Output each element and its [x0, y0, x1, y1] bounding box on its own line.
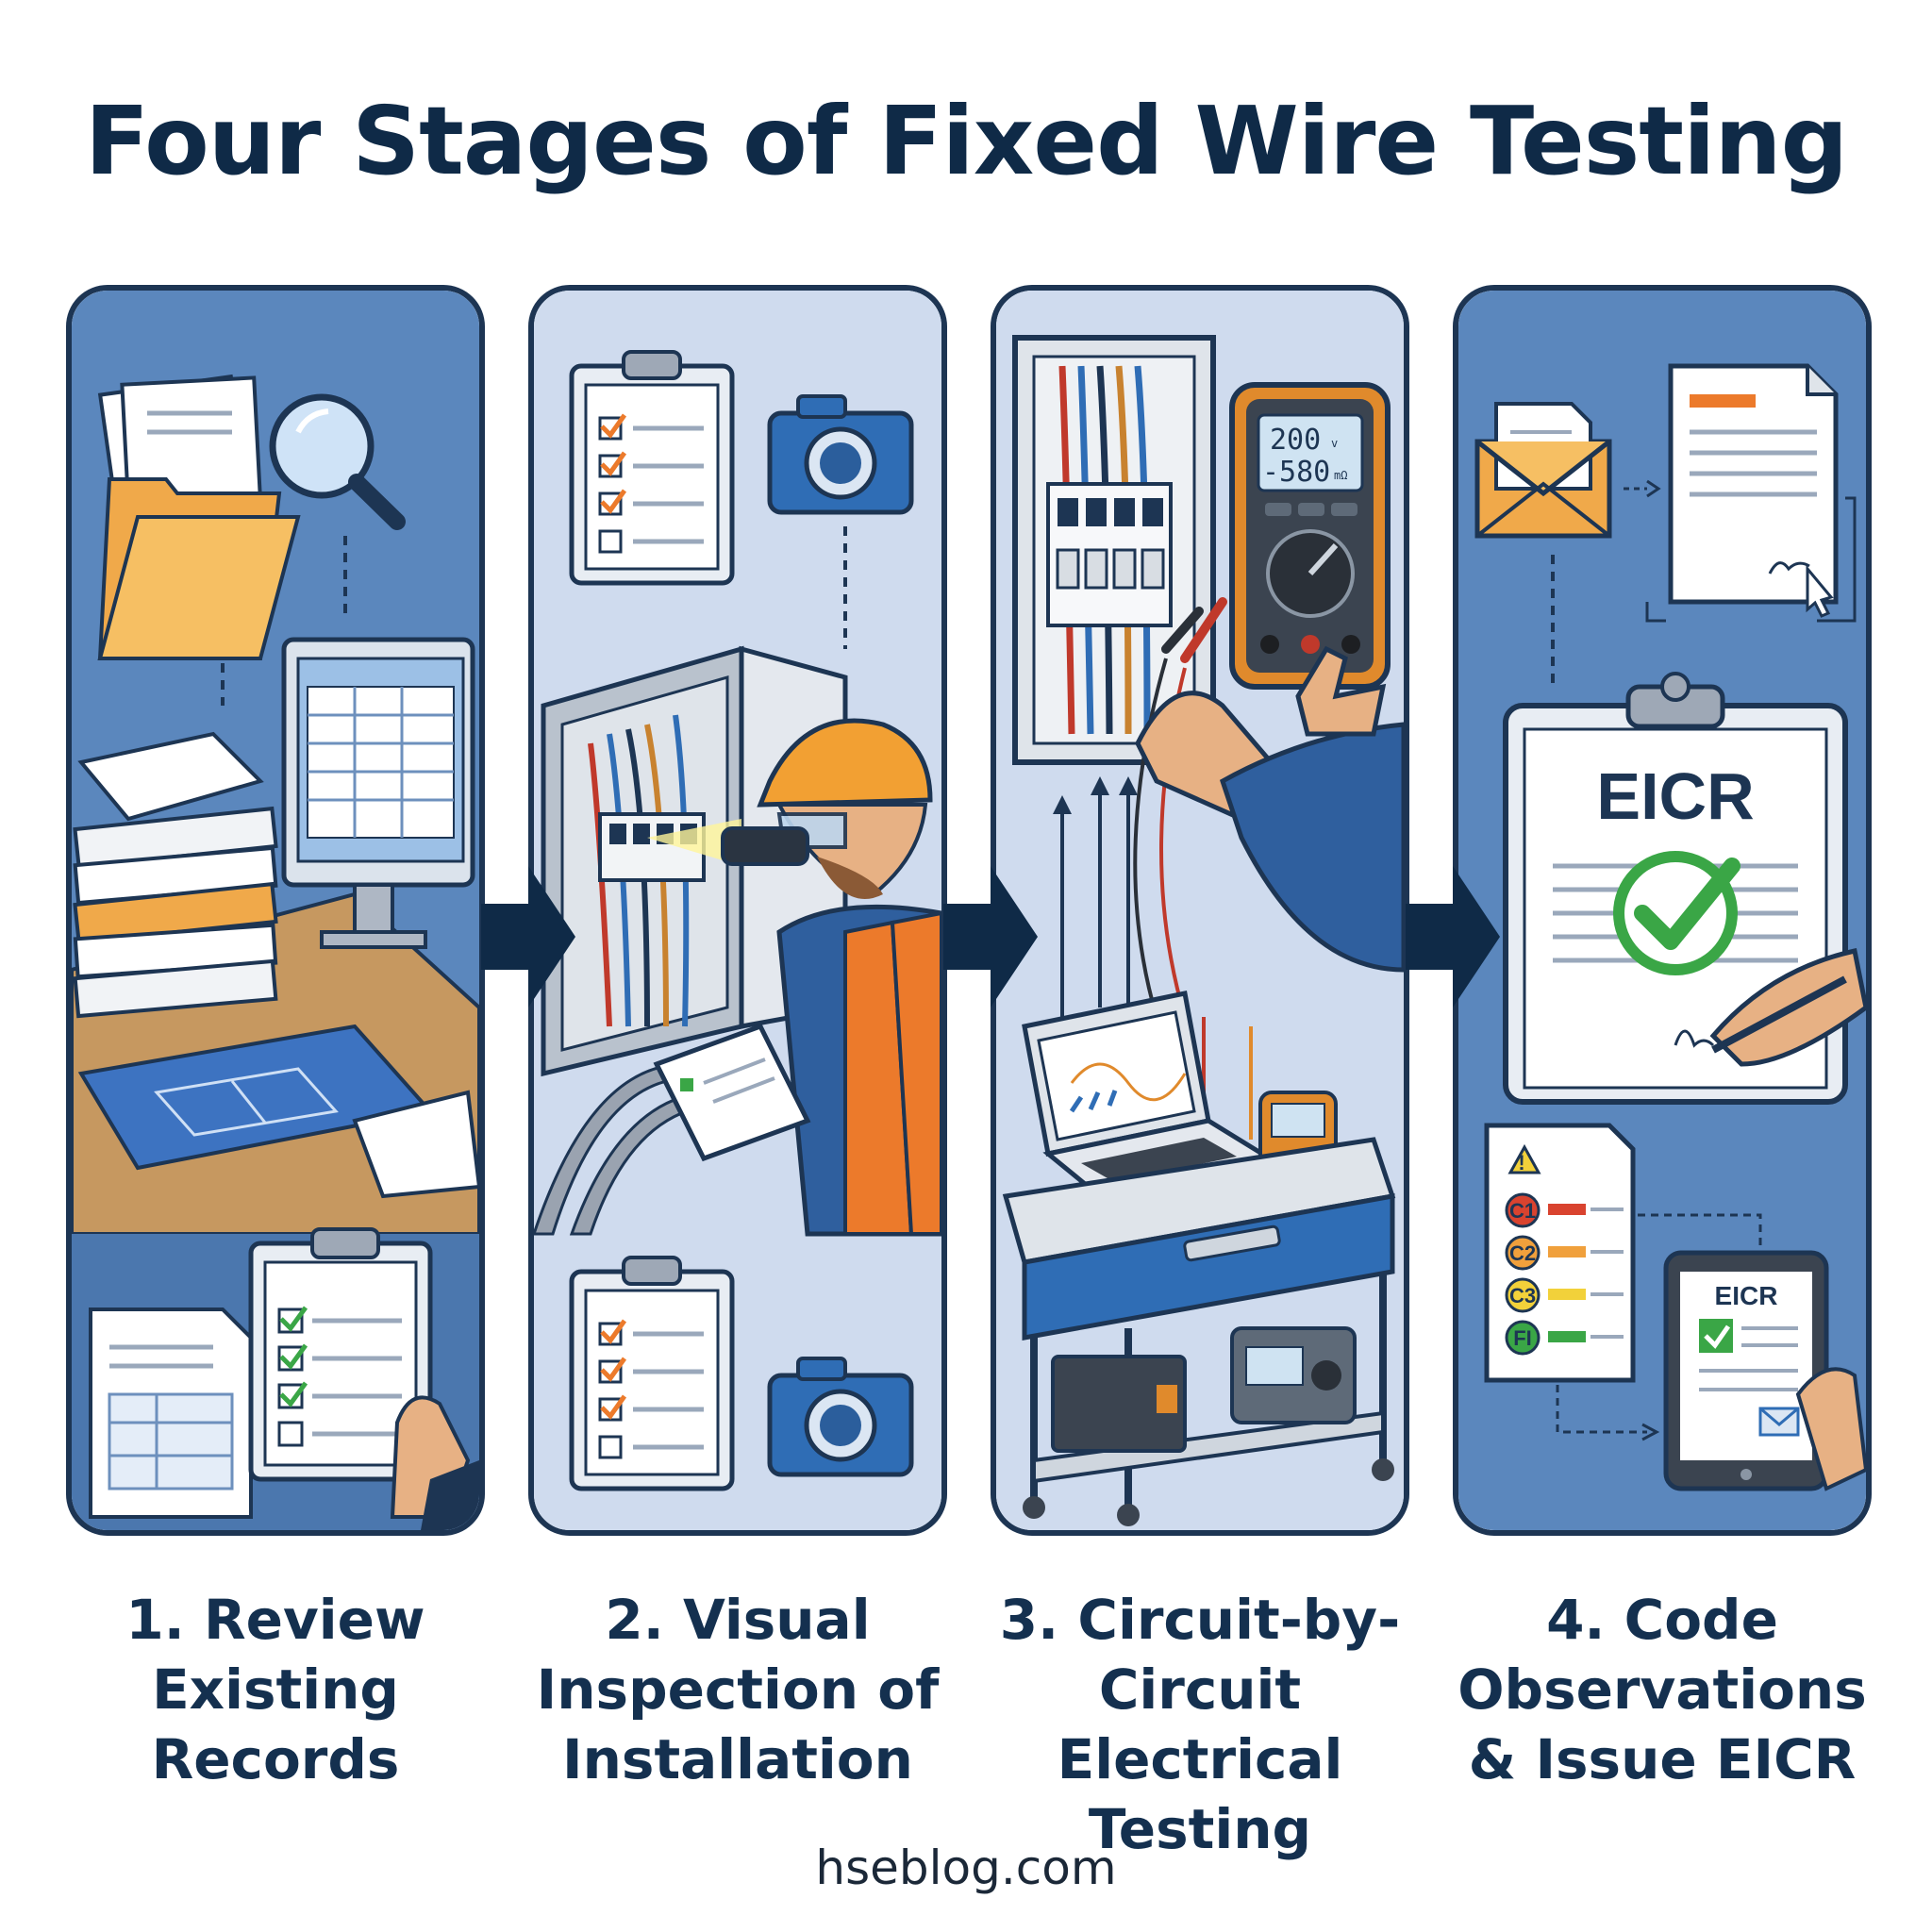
arrow-3-to-4-icon	[1406, 866, 1500, 1008]
test-cart-icon	[1002, 1137, 1396, 1526]
code-c3-badge: C3	[1505, 1277, 1624, 1313]
inspector-person-icon	[653, 718, 941, 1237]
envelope-icon	[1474, 402, 1612, 539]
observation-codes-list-icon: ! C1 C2 C3 FI	[1484, 1123, 1636, 1383]
spreadsheet-document-icon	[89, 1307, 253, 1519]
eicr-title: EICR	[1596, 759, 1754, 833]
meter-unit-2: mΩ	[1334, 469, 1347, 482]
meter-unit-1: v	[1331, 437, 1338, 450]
paper-pile-icon	[73, 731, 278, 1019]
camera-icon	[767, 394, 914, 515]
stage-2-illustration	[534, 291, 941, 1530]
camera-icon-2	[767, 1357, 914, 1477]
consumer-unit-icon	[1012, 335, 1216, 765]
code-c2-badge: C2	[1505, 1235, 1624, 1271]
magnifier-icon	[269, 393, 406, 530]
svg-text:FI: FI	[1513, 1326, 1532, 1350]
page-title: Four Stages of Fixed Wire Testing	[84, 86, 1848, 196]
stage-3-illustration: 200 v -580 mΩ	[996, 291, 1404, 1530]
tablet-eicr-label: EICR	[1715, 1281, 1778, 1310]
stage-1-illustration	[72, 291, 479, 1530]
svg-text:C2: C2	[1509, 1241, 1536, 1265]
inspection-clipboard-icon	[569, 350, 735, 586]
eicr-clipboard-icon: EICR	[1503, 672, 1866, 1105]
approved-check-icon	[1613, 851, 1738, 975]
laptop-icon	[1022, 991, 1276, 1199]
svg-text:!: !	[1518, 1151, 1524, 1174]
eicr-tablet-icon: EICR	[1663, 1250, 1866, 1491]
documents-folder-icon	[97, 374, 301, 660]
stage-4-panel: EICR ! C1 C2	[1453, 285, 1872, 1536]
technician-arm-icon	[1135, 645, 1404, 973]
inspection-clipboard-icon-2	[569, 1256, 735, 1491]
multimeter-icon: 200 v -580 mΩ	[1229, 382, 1391, 690]
monitor-icon	[281, 637, 475, 949]
stage-3-panel: 200 v -580 mΩ	[991, 285, 1409, 1536]
meter-reading-2: -580	[1262, 456, 1330, 489]
code-c1-badge: C1	[1505, 1192, 1624, 1228]
svg-text:C3: C3	[1509, 1284, 1536, 1307]
clipboard-checklist-icon	[248, 1227, 479, 1530]
stage-4-illustration: EICR ! C1 C2	[1458, 291, 1866, 1530]
svg-text:C1: C1	[1509, 1199, 1536, 1223]
arrow-2-to-3-icon	[943, 866, 1038, 1008]
site-credit: hseblog.com	[815, 1840, 1117, 1895]
code-fi-badge: FI	[1505, 1320, 1624, 1356]
report-document-icon	[1645, 363, 1857, 623]
meter-reading-1: 200	[1270, 424, 1321, 457]
blueprint-icon	[77, 1024, 479, 1199]
stage-1-panel	[66, 285, 485, 1536]
arrow-1-to-2-icon	[481, 866, 575, 1008]
stage-2-panel	[528, 285, 947, 1536]
